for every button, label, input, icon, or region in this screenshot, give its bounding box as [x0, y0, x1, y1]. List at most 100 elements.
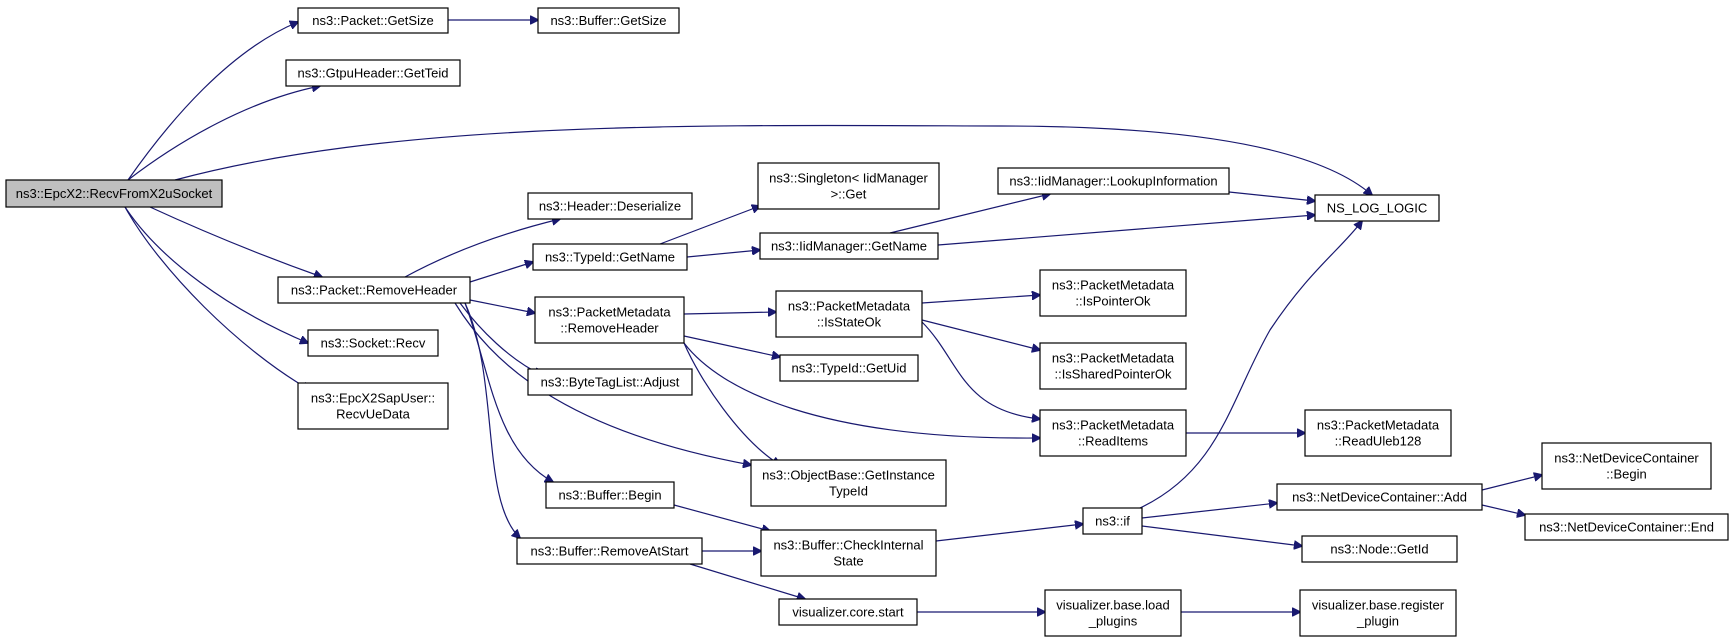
node-label: _plugin [1356, 613, 1399, 628]
node-pm_ispointerok[interactable]: ns3::PacketMetadata::IsPointerOk [1039, 269, 1187, 317]
node-label: ns3::PacketMetadata [1052, 350, 1175, 365]
node-label: ns3::TypeId::GetUid [792, 360, 907, 375]
node-ns3_if[interactable]: ns3::if [1082, 507, 1143, 535]
node-label: ns3::PacketMetadata [1052, 277, 1175, 292]
node-label: ns3::if [1095, 513, 1130, 528]
edge-packet_removeheader-to-typeid_getname [469, 262, 533, 283]
node-label: ns3::PacketMetadata [1052, 417, 1175, 432]
node-label: ::IsStateOk [817, 314, 882, 329]
node-box [1276, 483, 1483, 511]
edge-ns3_if-to-ns_log_logic [1139, 221, 1362, 509]
edge-pm_removeheader-to-pm_readitems [683, 342, 1040, 438]
node-label: ns3::ByteTagList::Adjust [541, 374, 680, 389]
node-box [537, 7, 680, 34]
node-recv_from_x2u[interactable]: ns3::EpcX2::RecvFromX2uSocket [5, 179, 223, 208]
node-label: ns3::Packet::RemoveHeader [291, 282, 458, 297]
node-ndc_add[interactable]: ns3::NetDeviceContainer::Add [1276, 483, 1483, 511]
edge-ns3_if-to-node_getid [1141, 525, 1302, 546]
node-label: ::Begin [1606, 466, 1646, 481]
node-box [285, 59, 461, 87]
node-box [775, 290, 923, 338]
node-label: ns3::Buffer::RemoveAtStart [531, 543, 689, 558]
node-label: ns3::GtpuHeader::GetTeid [297, 65, 448, 80]
node-box [1304, 409, 1452, 457]
node-label: ns3::NetDeviceContainer::Add [1292, 489, 1467, 504]
node-label: ns3::Packet::GetSize [312, 13, 433, 28]
node-box [1541, 442, 1712, 490]
node-box [1044, 589, 1182, 637]
node-pm_removeheader[interactable]: ns3::PacketMetadata::RemoveHeader [534, 296, 685, 344]
edge-recv_from_x2u-to-socket_recv [124, 206, 308, 343]
node-label: NS_LOG_LOGIC [1327, 200, 1427, 215]
node-label: ::ReadItems [1078, 433, 1149, 448]
node-pm_isstateok[interactable]: ns3::PacketMetadata::IsStateOk [775, 290, 923, 338]
edge-ndc_add-to-ndc_begin [1481, 475, 1542, 491]
node-box [532, 243, 688, 271]
node-iidmanager_getname[interactable]: ns3::IidManager::GetName [759, 232, 939, 260]
node-label: ns3::EpcX2::RecvFromX2uSocket [16, 186, 213, 201]
node-label: visualizer.base.load [1056, 597, 1169, 612]
node-gtpu_getteid[interactable]: ns3::GtpuHeader::GetTeid [285, 59, 461, 87]
node-socket_recv[interactable]: ns3::Socket::Recv [307, 329, 439, 357]
node-box [527, 192, 693, 220]
node-header_deserialize[interactable]: ns3::Header::Deserialize [527, 192, 693, 220]
edge-recv_from_x2u-to-gtpu_getteid [127, 86, 320, 181]
node-box [1524, 513, 1729, 541]
node-box [1299, 589, 1457, 637]
node-label: visualizer.core.start [792, 604, 904, 619]
node-viz_load_plugins[interactable]: visualizer.base.load_plugins [1044, 589, 1182, 637]
node-box [527, 368, 693, 396]
node-ns_log_logic[interactable]: NS_LOG_LOGIC [1314, 194, 1440, 222]
node-x2sapuser_recvuedata[interactable]: ns3::EpcX2SapUser::RecvUeData [297, 382, 449, 430]
node-box [1082, 507, 1143, 535]
edge-packet_removeheader-to-buffer_begin [464, 302, 553, 482]
node-singleton_get[interactable]: ns3::Singleton< IidManager >::Get [757, 162, 940, 210]
edge-pm_isstateok-to-pm_readitems [921, 321, 1040, 419]
node-pm_readuleb128[interactable]: ns3::PacketMetadata::ReadUleb128 [1304, 409, 1452, 457]
node-box [1039, 409, 1187, 457]
node-label: State [833, 553, 863, 568]
node-label: RecvUeData [336, 406, 410, 421]
node-node_getid[interactable]: ns3::Node::GetId [1301, 535, 1458, 563]
node-typeid_getuid[interactable]: ns3::TypeId::GetUid [779, 354, 919, 382]
node-label: >::Get [831, 186, 867, 201]
edge-pm_removeheader-to-pm_isstateok [683, 312, 776, 314]
edge-typeid_getname-to-iidmanager_getname [686, 250, 760, 258]
node-box [760, 529, 937, 577]
node-box [757, 162, 940, 210]
edge-recv_from_x2u-to-x2sapuser_recvuedata [124, 206, 310, 390]
nodes-layer: ns3::EpcX2::RecvFromX2uSocketns3::Packet… [5, 7, 1729, 637]
node-box [5, 179, 223, 208]
edge-pm_removeheader-to-typeid_getuid [683, 335, 780, 357]
node-label: ns3::NetDeviceContainer [1554, 450, 1699, 465]
node-pm_issharedpointerok[interactable]: ns3::PacketMetadata::IsSharedPointerOk [1039, 342, 1187, 390]
edge-packet_removeheader-to-pm_removeheader [469, 299, 535, 313]
node-ndc_end[interactable]: ns3::NetDeviceContainer::End [1524, 513, 1729, 541]
node-ndc_begin[interactable]: ns3::NetDeviceContainer::Begin [1541, 442, 1712, 490]
node-buffer_removeatstart[interactable]: ns3::Buffer::RemoveAtStart [516, 537, 703, 565]
edge-iidmanager_lookup-to-ns_log_logic [1228, 191, 1315, 201]
node-box [545, 481, 675, 509]
edges-layer [124, 20, 1542, 612]
node-pm_readitems[interactable]: ns3::PacketMetadata::ReadItems [1039, 409, 1187, 457]
edge-pm_removeheader-to-objectbase_getinstance [683, 342, 780, 465]
node-label: ns3::Header::Deserialize [539, 198, 681, 213]
node-box [1039, 269, 1187, 317]
node-viz_core_start[interactable]: visualizer.core.start [778, 598, 918, 626]
edge-buffer_removeatstart-to-viz_core_start [689, 563, 805, 599]
edge-packet_removeheader-to-bytetaglist_adjust [459, 302, 542, 375]
node-iidmanager_lookup[interactable]: ns3::IidManager::LookupInformation [997, 167, 1230, 195]
node-label: ns3::Singleton< IidManager [769, 170, 928, 185]
node-box [307, 329, 439, 357]
node-buffer_begin[interactable]: ns3::Buffer::Begin [545, 481, 675, 509]
node-viz_register_plugin[interactable]: visualizer.base.register_plugin [1299, 589, 1457, 637]
node-typeid_getname[interactable]: ns3::TypeId::GetName [532, 243, 688, 271]
node-bytetaglist_adjust[interactable]: ns3::ByteTagList::Adjust [527, 368, 693, 396]
node-packet_removeheader[interactable]: ns3::Packet::RemoveHeader [277, 276, 471, 304]
node-buffer_getsize[interactable]: ns3::Buffer::GetSize [537, 7, 680, 34]
node-packet_getsize[interactable]: ns3::Packet::GetSize [297, 7, 449, 34]
edge-iidmanager_getname-to-ns_log_logic [937, 215, 1315, 246]
node-label: visualizer.base.register [1312, 597, 1445, 612]
